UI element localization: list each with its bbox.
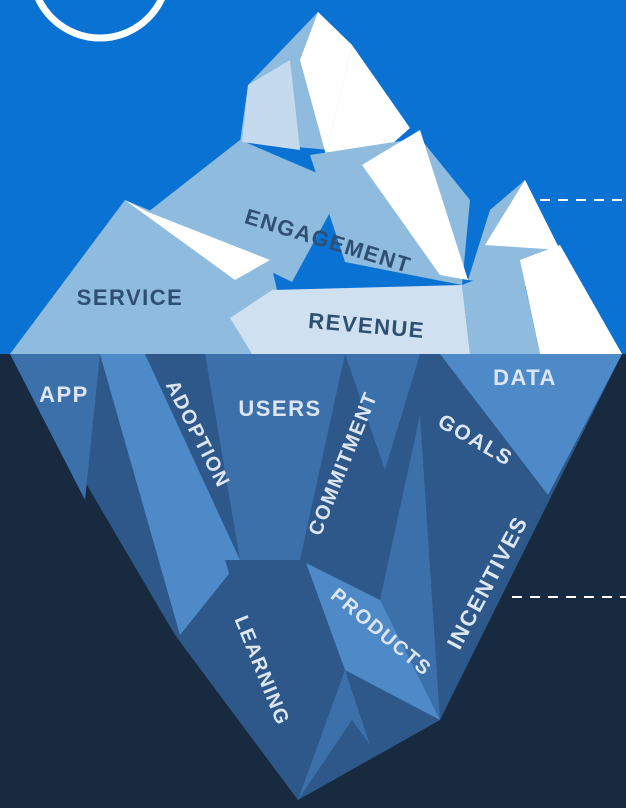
label-service: SERVICE (77, 285, 184, 310)
iceberg-tip (10, 12, 622, 354)
circle-outline (35, 0, 165, 42)
label-data: DATA (493, 365, 557, 390)
iceberg-underwater (10, 354, 622, 800)
label-users: USERS (238, 396, 321, 421)
label-app: APP (39, 382, 89, 407)
